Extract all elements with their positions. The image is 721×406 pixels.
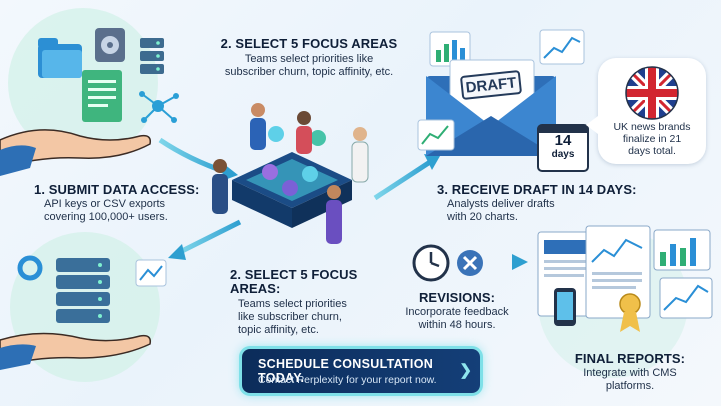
- arrow-select-to-draft: [373, 159, 432, 201]
- focus-orb-icon: [262, 164, 278, 180]
- storage-illustration: [0, 255, 167, 370]
- step-submit-title: 1. SUBMIT DATA ACCESS:: [34, 182, 200, 197]
- step-select-bottom-line1: Teams select priorities: [238, 298, 347, 310]
- person-icon: [326, 185, 342, 244]
- arrow-head: [168, 244, 186, 260]
- server-stack-icon: [140, 38, 164, 74]
- step-select-top-line1: Teams select priorities like: [244, 53, 374, 65]
- step-submit-line2: covering 100,000+ users.: [44, 211, 168, 223]
- final-reports-illustration: [537, 225, 713, 332]
- uk-note-line1: UK news brands: [613, 121, 691, 133]
- draft-label: DRAFT: [465, 74, 517, 96]
- close-icon: [457, 250, 483, 276]
- cta-title: SCHEDULE CONSULTATION TODAY.: [258, 357, 434, 385]
- server-stack-icon: [56, 258, 110, 323]
- focus-orb-icon: [268, 126, 284, 142]
- step-draft-title: 3. RECEIVE DRAFT IN 14 DAYS:: [437, 182, 637, 197]
- network-node-icon: [139, 91, 179, 123]
- step-draft: 3. RECEIVE DRAFT IN 14 DAYS: Analysts de…: [437, 183, 637, 224]
- data-access-illustration: [0, 28, 179, 176]
- award-ribbon-icon: [619, 293, 641, 332]
- draft-envelope-illustration: DRAFT: [417, 29, 585, 156]
- person-icon: [212, 159, 228, 214]
- step-revisions-line1: Incorporate feedback: [405, 306, 509, 318]
- person-icon: [351, 127, 369, 183]
- uk-note-line2: finalize in 21: [622, 133, 682, 145]
- team-table-illustration: [212, 103, 369, 244]
- step-select-bottom-line2: like subscriber churn,: [238, 311, 342, 323]
- chevron-right-icon: ❯: [459, 362, 472, 379]
- phone-icon: [554, 288, 576, 326]
- step-draft-line1: Analysts deliver drafts: [447, 198, 555, 210]
- step-final-title: FINAL REPORTS:: [574, 351, 686, 366]
- step-select-bottom-title: 2. SELECT 5 FOCUS AREAS:: [230, 267, 358, 296]
- cta-subtitle: Contact Perplexity for your report now.: [258, 374, 437, 386]
- uk-flag-icon: [625, 66, 679, 120]
- step-select-top: 2. SELECT 5 FOCUS AREAS Teams select pri…: [196, 37, 422, 79]
- chart-card-icon: [539, 29, 585, 65]
- calendar-icon: 14 days: [537, 124, 589, 172]
- step-submit-line1: API keys or CSV exports: [44, 198, 166, 210]
- draft-stamp: DRAFT: [460, 70, 522, 100]
- line-chart-card-icon: [659, 277, 713, 319]
- monitor-chart-icon: [653, 229, 711, 271]
- person-icon: [296, 111, 312, 154]
- step-revisions: REVISIONS: Incorporate feedback within 4…: [392, 291, 522, 332]
- schedule-consultation-button[interactable]: SCHEDULE CONSULTATION TODAY. Contact Per…: [242, 349, 480, 393]
- chart-card-icon: [417, 119, 455, 151]
- revision-icons: [412, 244, 483, 282]
- uk-note-line3: days total.: [628, 145, 676, 157]
- step-revisions-line2: within 48 hours.: [418, 319, 496, 331]
- hands-icon: [0, 129, 152, 176]
- arrow-head: [512, 254, 528, 270]
- step-select-top-line2: subscriber churn, topic affinity, etc.: [224, 66, 394, 78]
- clock-icon: [412, 244, 450, 282]
- focus-orb-icon: [282, 180, 298, 196]
- folder-icon: [38, 38, 82, 78]
- step-final-line1: Integrate with CMS: [583, 367, 677, 379]
- step-select-bottom-line3: topic affinity, etc.: [238, 324, 319, 336]
- line-chart-card-icon: [135, 259, 167, 287]
- step-draft-line2: with 20 charts.: [447, 211, 518, 223]
- focus-orb-icon: [310, 130, 326, 146]
- person-icon: [250, 103, 266, 150]
- uk-callout-bubble: UK news brands finalize in 21 days total…: [586, 58, 706, 164]
- step-submit: 1. SUBMIT DATA ACCESS: API keys or CSV e…: [34, 183, 224, 224]
- report-document-icon: [537, 231, 599, 317]
- calendar-number: 14: [554, 132, 572, 149]
- step-final: FINAL REPORTS: Integrate with CMS platfo…: [560, 352, 700, 393]
- step-revisions-title: REVISIONS:: [418, 290, 496, 305]
- step-select-top-title: 2. SELECT 5 FOCUS AREAS: [220, 36, 398, 51]
- chart-card-icon: [429, 31, 471, 67]
- calendar-unit: days: [551, 149, 575, 160]
- step-select-bottom: 2. SELECT 5 FOCUS AREAS: Teams select pr…: [230, 268, 410, 337]
- pie-chart-icon: [17, 255, 43, 281]
- arrow-select-to-storage: [178, 219, 242, 255]
- csv-file-icon: [82, 70, 122, 122]
- step-final-line2: platforms.: [605, 380, 655, 392]
- arrow-head: [424, 154, 440, 170]
- focus-orb-icon: [302, 166, 318, 182]
- hands-icon: [0, 332, 152, 370]
- hard-drive-icon: [95, 28, 125, 62]
